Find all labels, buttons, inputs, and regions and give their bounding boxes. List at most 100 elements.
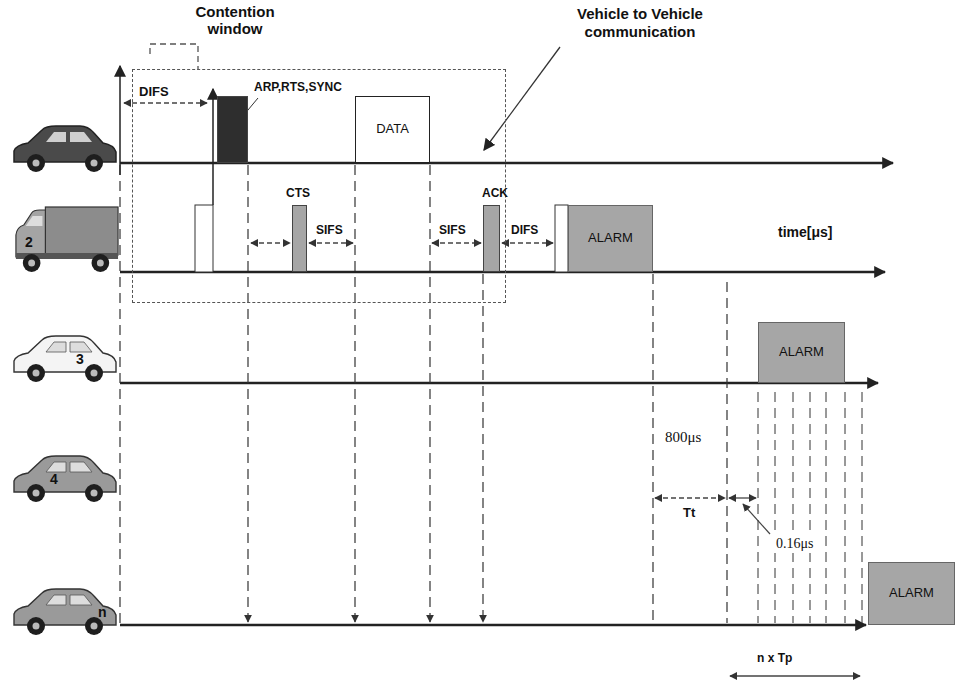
car-window (70, 132, 92, 142)
data-frame: DATA (355, 96, 430, 163)
contention-window: Contention windowARP,RTS,SYNCDATACTSACK (133, 70, 505, 302)
car-wheel (85, 484, 103, 502)
vehicle-icon: 4 (10, 450, 120, 505)
wheel-hub (91, 370, 98, 377)
vehicle-number: n (98, 605, 107, 619)
wheel-hub (33, 490, 40, 497)
interval-arrow (309, 242, 353, 243)
leader-line (484, 47, 560, 150)
car-body (14, 126, 116, 162)
frame-heading: CTS (286, 187, 310, 200)
timing-label: 0.16μs (774, 536, 815, 553)
frame-heading: ACK (482, 187, 508, 200)
time-axis (120, 624, 866, 627)
wheel-hub (33, 370, 40, 377)
frame-heading: ARP,RTS,SYNC (254, 81, 342, 94)
vehicle-number: 4 (50, 472, 58, 486)
interval-arrow (432, 242, 481, 243)
slot-line (810, 392, 811, 623)
car-window (46, 132, 66, 142)
timing-label: SIFS (439, 223, 466, 237)
truck-cargo (45, 207, 118, 255)
car-shape (10, 450, 120, 505)
frame-label: ALARM (779, 345, 824, 360)
vehicle-icon: n (10, 583, 120, 638)
slot-line (775, 392, 776, 623)
frame-label: DATA (376, 122, 409, 137)
vehicle-number: 3 (76, 352, 84, 366)
leader-line (743, 504, 770, 534)
car-wheel (85, 154, 103, 172)
wheel-hub (33, 160, 40, 167)
time-axis (120, 271, 885, 274)
wheel-hub (91, 623, 98, 630)
empty-frame (195, 205, 213, 272)
car-wheel (27, 484, 45, 502)
slot-line (862, 392, 863, 623)
interval-arrow (502, 242, 553, 243)
car-wheel (27, 154, 45, 172)
slot-line (758, 392, 759, 623)
interval-arrow (655, 497, 725, 498)
car-window (46, 595, 66, 605)
vehicle-icon: 3 (10, 330, 120, 385)
timing-label: time[μs] (778, 224, 832, 241)
interval-arrow (124, 102, 207, 103)
frame-label: ALARM (889, 586, 934, 601)
vehicle-icon: 2 (12, 205, 120, 275)
timing-label: Tt (683, 505, 695, 521)
timing-label: 800μs (665, 428, 701, 446)
alarm-frame: ALARM (758, 322, 845, 383)
wheel-hub (91, 490, 98, 497)
car-window (70, 342, 92, 352)
interval-arrow (729, 497, 756, 498)
truck-cab (16, 210, 45, 257)
vehicle-icon (14, 126, 116, 172)
truck-window (26, 216, 43, 226)
window-bracket (150, 44, 198, 70)
drop-line (726, 282, 727, 623)
cts-frame: CTS (292, 205, 307, 272)
wheel-hub (91, 160, 98, 167)
timing-label: Vehicle to Vehicle communication (550, 5, 730, 41)
drop-line (119, 165, 120, 623)
drop-line (354, 165, 355, 622)
slot-line (845, 392, 846, 623)
vehicle-number: 2 (25, 235, 33, 249)
car-body (14, 336, 116, 372)
car-wheel (27, 364, 45, 382)
truck-wheel (92, 254, 110, 272)
window-heading: Contention window (185, 4, 285, 37)
drop-line (652, 274, 653, 623)
timing-label: DIFS (511, 223, 538, 237)
timing-label: n x Tp (757, 651, 792, 665)
drop-line (429, 165, 430, 622)
car-window (70, 595, 92, 605)
car-body (14, 456, 116, 492)
request-arrow (212, 89, 214, 205)
car-shape (10, 330, 120, 385)
wheel-hub (97, 260, 104, 267)
alarm-frame: ALARM (868, 562, 955, 625)
ack-frame: ACK (483, 205, 500, 272)
wheel-hub (28, 260, 35, 267)
control-frame: ARP,RTS,SYNC (217, 96, 248, 163)
car-window (70, 462, 92, 472)
frame-label: ALARM (588, 231, 633, 246)
timing-label: SIFS (316, 223, 343, 237)
vertical-axis (119, 66, 121, 175)
car-window (46, 462, 66, 472)
drop-line (247, 165, 248, 622)
alarm-frame: ALARM (568, 205, 653, 272)
wheel-hub (33, 623, 40, 630)
slot-line (793, 392, 794, 623)
drop-line (482, 274, 483, 622)
truck-wheel (23, 254, 41, 272)
car-window (46, 342, 66, 352)
interval-arrow (730, 675, 860, 676)
car-wheel (85, 364, 103, 382)
interval-arrow (251, 242, 290, 243)
slot-line (826, 392, 827, 623)
car-body (14, 589, 116, 625)
